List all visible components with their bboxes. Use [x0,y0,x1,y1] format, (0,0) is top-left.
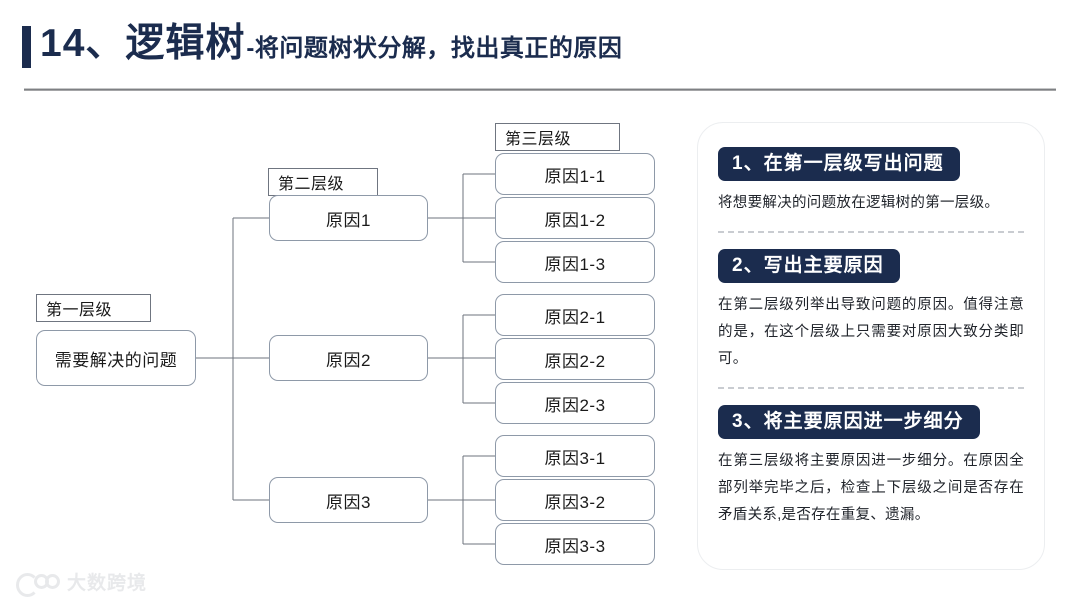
title-name: 逻辑树 [125,22,246,65]
brand-logo-icon [14,570,60,597]
page-title: 14、逻辑树 -将问题树状分解，找出真正的原因 [22,24,623,68]
tree-node-leaf-2-2[interactable]: 原因2-2 [495,338,655,380]
tree-node-root[interactable]: 需要解决的问题 [36,330,196,386]
tree-connectors [196,173,495,545]
tree-node-leaf-1-2[interactable]: 原因1-2 [495,197,655,239]
step-2-body: 在第二层级列举出导致问题的原因。值得注意的是，在这个层级上只需要对原因大致分类即… [718,297,1024,367]
step-2-heading: 2、写出主要原因 [718,249,900,284]
watermark: 大数跨境 [14,568,148,597]
step-item-2: 2、写出主要原因 在第二层级列举出导致问题的原因。值得注意的是，在这个层级上只需… [718,249,1024,373]
step-3-body: 在第三层级将主要原因进一步细分。在原因全部列举完毕之后，检查上下层级之间是否存在… [718,453,1024,523]
tree-node-leaf-3-2[interactable]: 原因3-2 [495,479,655,521]
title-subtitle: -将问题树状分解，找出真正的原因 [246,35,623,62]
title-accent-bar [22,26,31,68]
level-label-3: 第三层级 [495,123,620,151]
tree-node-branch-3[interactable]: 原因3 [269,477,428,523]
tree-node-leaf-1-3[interactable]: 原因1-3 [495,241,655,283]
step-1-heading: 1、在第一层级写出问题 [718,147,960,182]
watermark-label: 大数跨境 [67,573,148,594]
tree-node-leaf-2-3[interactable]: 原因2-3 [495,382,655,424]
step-separator-2 [718,386,1024,389]
title-number: 14、 [40,22,126,65]
step-3-heading: 3、将主要原因进一步细分 [718,404,980,440]
tree-node-leaf-3-1[interactable]: 原因3-1 [495,435,655,477]
step-item-3: 3、将主要原因进一步细分 在第三层级将主要原因进一步细分。在原因全部列举完毕之后… [718,404,1024,529]
step-separator-1 [718,231,1024,234]
step-1-body: 将想要解决的问题放在逻辑树的第一层级。 [718,195,1000,212]
level-label-1: 第一层级 [36,294,151,322]
tree-node-branch-1[interactable]: 原因1 [269,195,428,241]
title-number-and-name: 14、逻辑树 [40,24,245,63]
steps-panel: 1、在第一层级写出问题 将想要解决的问题放在逻辑树的第一层级。 2、写出主要原因… [697,122,1045,570]
step-item-1: 1、在第一层级写出问题 将想要解决的问题放在逻辑树的第一层级。 [718,147,1024,217]
level-label-2: 第二层级 [268,168,378,196]
logic-tree-diagram: 第一层级 第二层级 第三层级 需要解决的问题 原因1 原因2 原因3 原因1-1… [0,100,690,570]
title-divider [24,88,1056,91]
tree-node-leaf-2-1[interactable]: 原因2-1 [495,294,655,336]
tree-node-branch-2[interactable]: 原因2 [269,335,428,381]
tree-node-leaf-3-3[interactable]: 原因3-3 [495,523,655,565]
tree-node-leaf-1-1[interactable]: 原因1-1 [495,153,655,195]
